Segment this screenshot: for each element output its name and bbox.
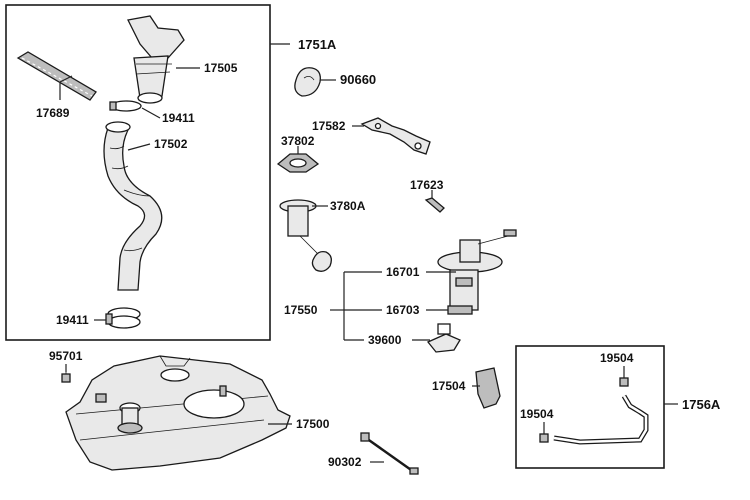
leader-17550-bracket: [330, 271, 382, 341]
gasket-part-37802: [276, 153, 320, 173]
label-37802: 37802: [281, 134, 315, 148]
label-1751A: 1751A: [298, 37, 337, 52]
label-19504-lower: 19504: [520, 407, 554, 421]
label-1756A: 1756A: [682, 397, 721, 412]
clip-part-90660: [294, 67, 321, 97]
label-39600: 39600: [368, 333, 402, 347]
label-17550: 17550: [284, 303, 318, 317]
leader-17689b: [59, 75, 73, 83]
hose-kit-group-box: [515, 345, 665, 469]
clip-part-17623: [424, 197, 445, 213]
bracket-part-17582: [360, 117, 431, 155]
label-95701: 95701: [49, 349, 83, 363]
fuel-tank-part-17500: [65, 355, 291, 471]
label-16701: 16701: [386, 265, 420, 279]
filter-part-16703: [447, 305, 473, 315]
pad-part-17504: [475, 367, 501, 409]
label-17689: 17689: [36, 106, 70, 120]
label-17505: 17505: [204, 61, 238, 75]
label-17623: 17623: [410, 178, 444, 192]
gasket-part-39600: [426, 323, 461, 353]
label-90302: 90302: [328, 455, 362, 469]
bolt-part-90302: [360, 432, 419, 475]
filler-hose-part-17502: [103, 121, 163, 291]
label-19504-upper: 19504: [600, 351, 634, 365]
filler-neck-part-17505: [127, 15, 185, 104]
leader-17502: [127, 143, 151, 151]
sender-unit-part-3780A: [279, 199, 332, 272]
fuel-pump-part-16701: [437, 229, 517, 311]
label-16703: 16703: [386, 303, 420, 317]
label-17502: 17502: [154, 137, 188, 151]
clamp-part-19504-upper: [619, 377, 629, 387]
chain-part-17689: [16, 51, 97, 101]
label-17582: 17582: [312, 119, 346, 133]
label-19411-lower: 19411: [56, 313, 89, 327]
filler-neck-group-box: [5, 4, 271, 341]
label-3780A: 3780A: [330, 199, 366, 213]
clamp-part-19504-lower: [539, 433, 549, 443]
label-17500: 17500: [296, 417, 330, 431]
hose-part-1756A: [553, 394, 649, 445]
label-19411-upper: 19411: [162, 111, 195, 125]
clamp-part-19411-upper: [109, 100, 142, 112]
label-17504: 17504: [432, 379, 466, 393]
clamp-part-19411-lower: [105, 307, 141, 329]
label-90660: 90660: [340, 72, 376, 87]
leader-19411a: [141, 107, 161, 119]
